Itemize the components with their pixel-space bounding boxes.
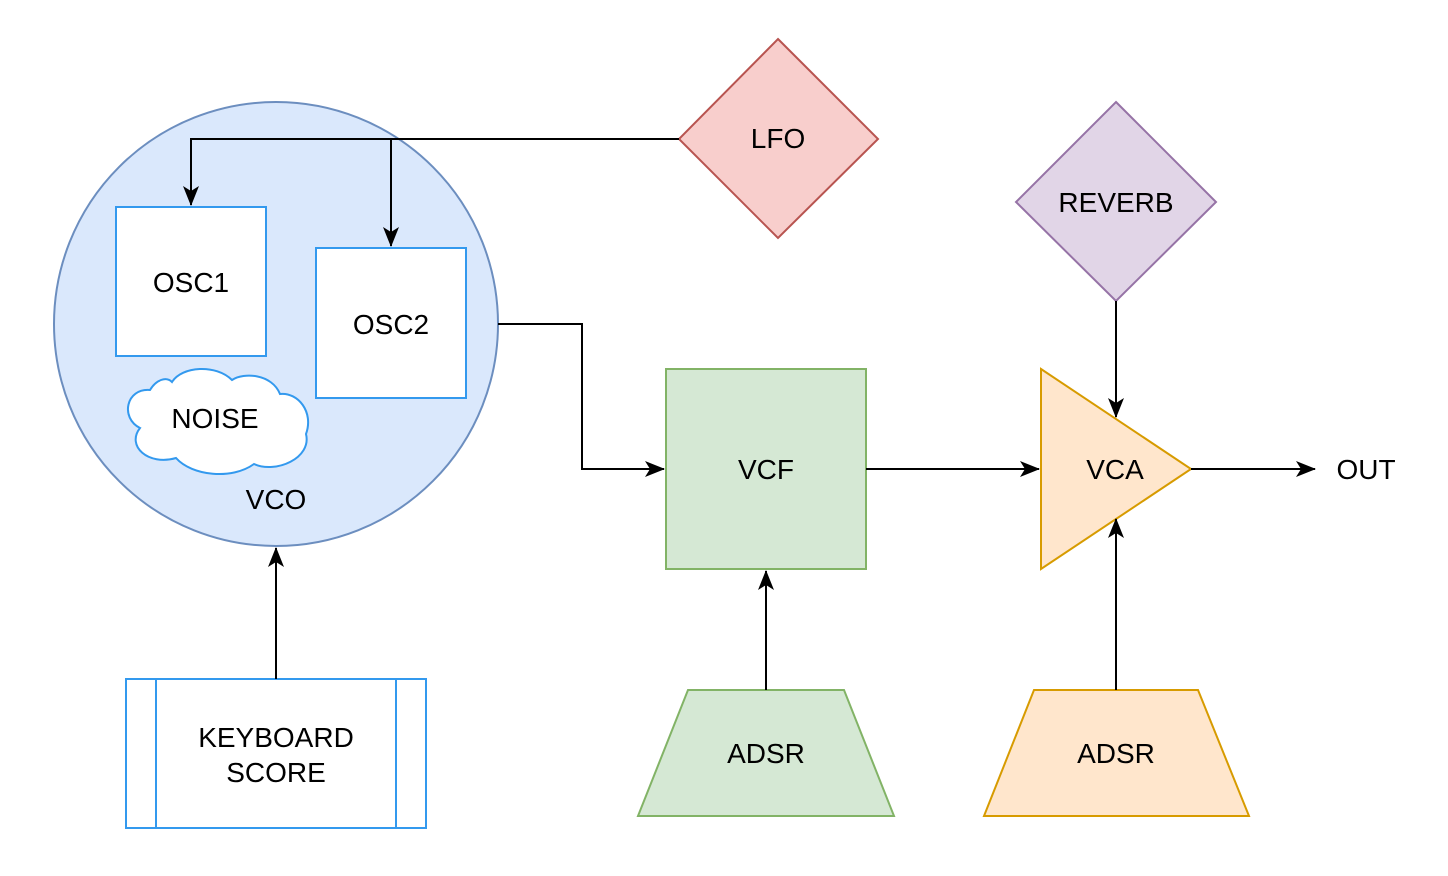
vcf-label: VCF xyxy=(738,454,794,485)
osc2-box xyxy=(315,247,467,399)
osc2-label: OSC2 xyxy=(353,309,429,340)
keyboard-label: KEYBOARD xyxy=(198,722,354,753)
lfo-label: LFO xyxy=(751,123,805,154)
reverb-label: REVERB xyxy=(1058,187,1173,218)
adsr-vca-label: ADSR xyxy=(1077,738,1155,769)
adsr-vcf-trapezoid xyxy=(636,689,896,817)
score-label: SCORE xyxy=(226,757,326,788)
vcf-box xyxy=(665,368,867,570)
lfo-diamond xyxy=(677,37,880,240)
osc1-label: OSC1 xyxy=(153,267,229,298)
edge-lfo-osc1 xyxy=(183,138,679,206)
vca-label: VCA xyxy=(1086,454,1144,485)
adsr-vca-trapezoid xyxy=(982,689,1251,817)
edge-vco-vcf xyxy=(498,323,665,477)
osc1-box xyxy=(115,206,267,357)
out-label: OUT xyxy=(1336,454,1395,485)
noise-label: NOISE xyxy=(171,403,258,434)
adsr-vcf-label: ADSR xyxy=(727,738,805,769)
noise-cloud xyxy=(127,367,310,475)
vco-label: VCO xyxy=(246,484,307,515)
keyboard-score-box xyxy=(125,678,427,829)
